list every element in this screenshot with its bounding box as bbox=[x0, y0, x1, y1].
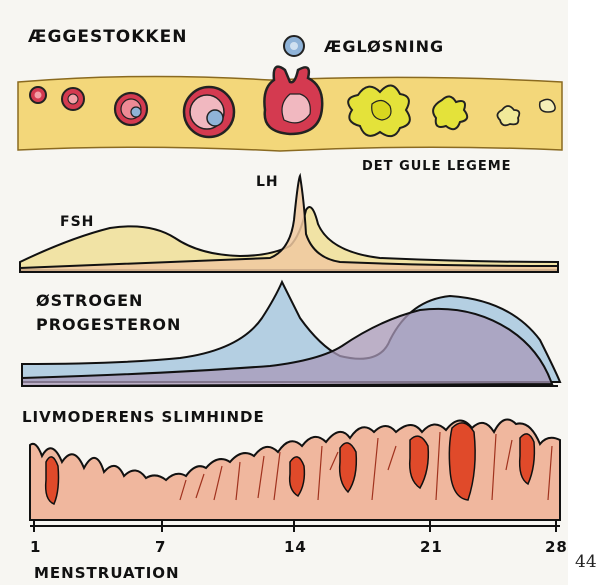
endometrium-label: LIVMODERENS SLIMHINDE bbox=[22, 408, 265, 426]
menstrual-cycle-illustration: ÆGGESTOKKEN ÆGLØSNING DET bbox=[0, 0, 568, 585]
released-egg bbox=[284, 36, 304, 56]
follicle-stage-4 bbox=[184, 87, 234, 137]
estrogen-label: ØSTROGEN bbox=[36, 291, 143, 310]
tick-label-7: 7 bbox=[155, 538, 166, 556]
tick-label-28: 28 bbox=[545, 538, 568, 556]
follicle-stage-2 bbox=[62, 88, 84, 110]
page-number: 44 bbox=[575, 552, 597, 572]
tick-label-1: 1 bbox=[30, 538, 41, 556]
ovulation-label: ÆGLØSNING bbox=[324, 37, 444, 56]
follicle-stage-3 bbox=[115, 93, 147, 125]
follicle-stage-1 bbox=[30, 87, 46, 103]
lh-label: LH bbox=[256, 174, 279, 190]
ovary-label: ÆGGESTOKKEN bbox=[28, 27, 187, 47]
menstruation-label: MENSTRUATION bbox=[34, 564, 180, 582]
tick-label-14: 14 bbox=[284, 538, 307, 556]
tick-label-21: 21 bbox=[420, 538, 443, 556]
corpus-albicans bbox=[540, 99, 555, 112]
progesterone-label: PROGESTERON bbox=[36, 315, 181, 334]
corpus-luteum-label: DET GULE LEGEME bbox=[362, 159, 512, 174]
ruptured-follicle bbox=[264, 67, 322, 134]
fsh-label: FSH bbox=[60, 214, 94, 230]
